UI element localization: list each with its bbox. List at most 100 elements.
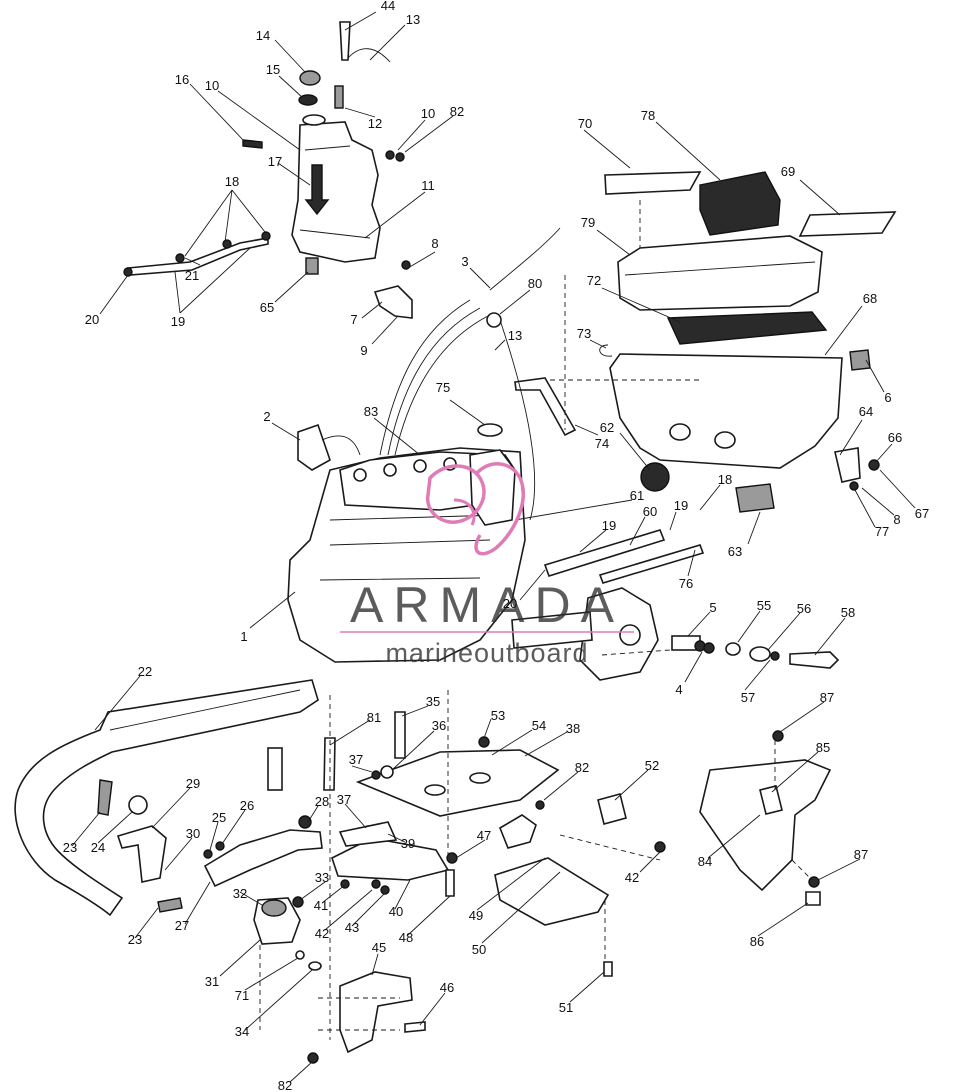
air-box-bracket-64 — [834, 447, 861, 483]
callout-49: 49 — [469, 908, 483, 923]
callout-58: 58 — [841, 605, 855, 620]
tailpipe-stub — [267, 747, 283, 791]
washer-4a — [694, 640, 706, 652]
washer-36 — [380, 765, 394, 779]
oil-line-19b — [598, 544, 705, 584]
nut-87b — [808, 876, 820, 888]
nut-82-top — [395, 152, 405, 162]
rubber-mount-32 — [261, 899, 287, 917]
nut-77 — [849, 481, 859, 491]
plate-hole-b — [469, 772, 491, 784]
callout-43: 43 — [345, 920, 359, 935]
watermark-brand: ARMADA — [350, 577, 624, 633]
washer-10-top — [385, 150, 395, 160]
callout-46: 46 — [440, 980, 454, 995]
callout-85: 85 — [816, 740, 830, 755]
callout-5: 5 — [709, 600, 716, 615]
callout-39: 39 — [401, 836, 415, 851]
callout-11: 11 — [421, 178, 435, 193]
carburetor-83 — [469, 449, 516, 526]
mount-plate-38 — [355, 749, 560, 817]
air-filter-element-72 — [666, 311, 828, 345]
callout-40: 40 — [389, 904, 403, 919]
nut-42a — [371, 879, 381, 889]
drain-plug-6 — [849, 349, 871, 371]
callout-83: 83 — [364, 404, 378, 419]
callout-15: 15 — [266, 62, 280, 77]
callout-87: 87 — [854, 847, 868, 862]
callout-37: 37 — [349, 752, 363, 767]
callout-12: 12 — [368, 116, 382, 131]
spark-plug-cap-2 — [297, 423, 331, 471]
clamp-20 — [123, 267, 133, 277]
fuel-pump-line-60 — [543, 529, 666, 577]
callout-4: 4 — [675, 682, 682, 697]
guard-plate-50 — [494, 857, 610, 926]
bushing-34 — [308, 961, 322, 971]
callout-57: 57 — [741, 690, 755, 705]
callout-86: 86 — [750, 934, 764, 949]
bolt-46 — [404, 1021, 426, 1033]
callout-51: 51 — [559, 1000, 573, 1015]
callout-6: 6 — [884, 390, 891, 405]
bolt-51 — [603, 961, 613, 977]
head-bolt-2 — [383, 463, 397, 477]
callout-8: 8 — [431, 236, 438, 251]
plate-hole-a — [424, 784, 446, 796]
callout-60: 60 — [643, 504, 657, 519]
callout-13: 13 — [508, 328, 522, 343]
bolt-48 — [445, 869, 455, 897]
exhaust-bracket-29 — [116, 825, 167, 883]
callout-14: 14 — [256, 28, 270, 43]
callout-55: 55 — [757, 598, 771, 613]
nut-53 — [478, 736, 490, 748]
callout-84: 84 — [698, 854, 712, 869]
nut-25 — [203, 849, 213, 859]
clip-85 — [759, 785, 783, 815]
head-bolt-1 — [353, 468, 367, 482]
callout-75: 75 — [436, 380, 450, 395]
grommet-24 — [128, 795, 148, 815]
callout-10: 10 — [205, 78, 219, 93]
callout-78: 78 — [641, 108, 655, 123]
dipstick-44 — [339, 21, 351, 61]
callout-27: 27 — [175, 918, 189, 933]
air-box-port-b — [714, 431, 736, 449]
mount-45 — [339, 971, 413, 1054]
callout-82: 82 — [575, 760, 589, 775]
tube-fitting-63 — [735, 483, 775, 513]
callout-32: 32 — [233, 886, 247, 901]
callout-36: 36 — [432, 718, 446, 733]
callout-1: 1 — [240, 629, 247, 644]
washer-4b — [703, 642, 715, 654]
callout-48: 48 — [399, 930, 413, 945]
air-box-base-68 — [609, 353, 843, 469]
alignment-lines — [259, 200, 813, 1040]
callout-71: 71 — [235, 988, 249, 1003]
callout-2: 2 — [263, 409, 270, 424]
nut-43 — [380, 885, 390, 895]
callout-33: 33 — [315, 870, 329, 885]
callout-50: 50 — [472, 942, 486, 957]
nut-37a — [371, 770, 381, 780]
grommet-80 — [486, 312, 502, 328]
callout-35: 35 — [426, 694, 440, 709]
callout-23: 23 — [128, 932, 142, 947]
throttle-cables-3 — [379, 299, 491, 456]
callout-34: 34 — [235, 1024, 249, 1039]
callout-66: 66 — [888, 430, 902, 445]
callout-18: 18 — [225, 174, 239, 189]
callout-30: 30 — [186, 826, 200, 841]
foam-filter-78 — [699, 171, 781, 236]
decal-69 — [798, 211, 897, 237]
screw-8-top — [401, 260, 411, 270]
callout-69: 69 — [781, 164, 795, 179]
callout-45: 45 — [372, 940, 386, 955]
oil-tank-assembly — [123, 21, 413, 319]
callout-62: 62 — [600, 420, 614, 435]
nut-82-mid — [535, 800, 545, 810]
bolt-16 — [242, 139, 263, 149]
